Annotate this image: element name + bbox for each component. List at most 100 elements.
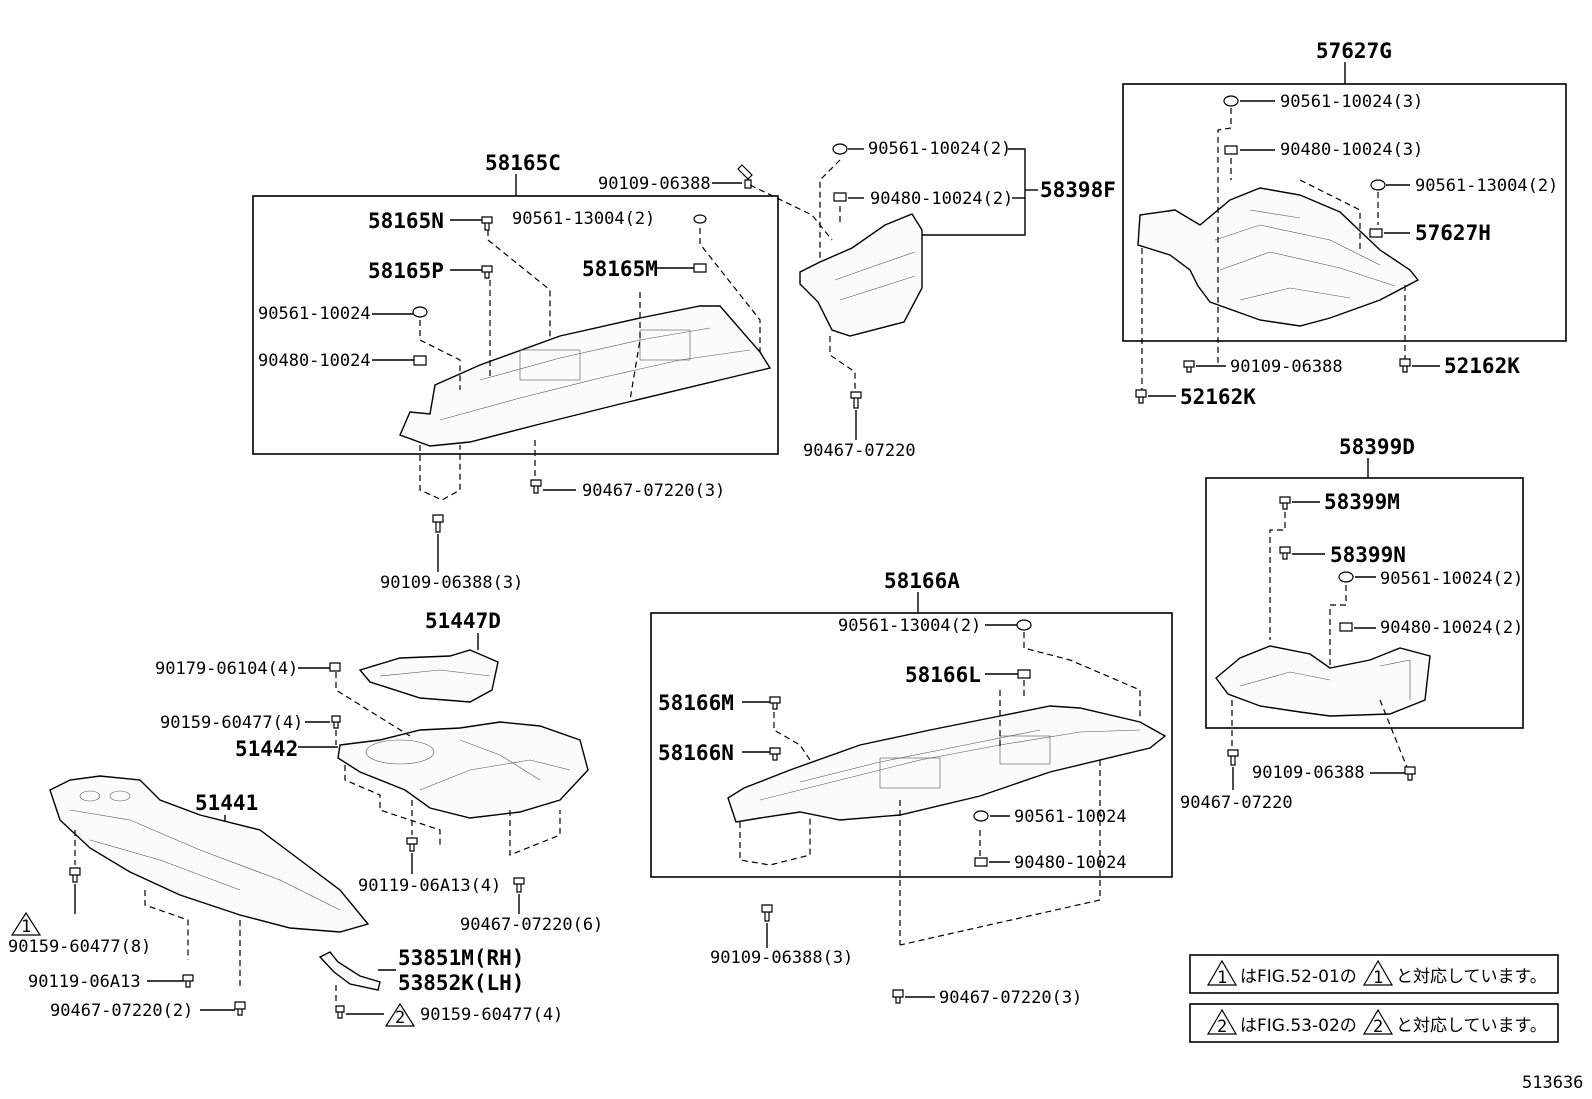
part-label[interactable]: 90467-07220(6) <box>460 915 603 935</box>
part-label[interactable]: 90561-10024 <box>1014 807 1127 827</box>
part-label[interactable]: 90561-10024(3) <box>1280 92 1423 112</box>
part-label[interactable]: 90561-10024 <box>258 304 371 324</box>
part-label[interactable]: 90159-60477(8) <box>8 937 151 957</box>
part-label[interactable]: 90119-06A13 <box>28 972 141 992</box>
part-label[interactable]: 90179-06104(4) <box>155 659 298 679</box>
front-bumper-cover-51441 <box>49 775 370 933</box>
part-label[interactable]: 58165N <box>368 209 444 233</box>
part-label[interactable]: 57627H <box>1415 221 1491 245</box>
clip-icon <box>973 810 989 822</box>
bolt-icon <box>1183 360 1195 373</box>
part-label[interactable]: 51447D <box>425 609 501 633</box>
part-label[interactable]: 90109-06388(3) <box>710 948 853 968</box>
group-57627g: 57627G 90561-10024(3) 90480-10024(3) 905… <box>1122 39 1567 390</box>
marker-number: 2 <box>1373 1017 1383 1037</box>
bolt-icon <box>182 974 194 988</box>
part-label[interactable]: 90467-07220 <box>803 441 916 461</box>
part-label[interactable]: 90480-10024(2) <box>870 189 1013 209</box>
part-label[interactable]: 90561-13004(2) <box>1415 176 1558 196</box>
nut-icon <box>693 263 707 273</box>
bolt-icon <box>530 479 542 494</box>
note-text: と対応しています。 <box>1396 967 1547 987</box>
bolt-icon <box>1135 389 1147 404</box>
part-label[interactable]: 51441 <box>195 791 258 815</box>
clip-icon <box>693 214 707 224</box>
part-label[interactable]: 90467-07220(2) <box>50 1001 193 1021</box>
nut-icon <box>1369 228 1383 238</box>
warning-triangle-icon <box>1362 959 1394 986</box>
diagram-id: 513636 <box>1522 1073 1583 1093</box>
note-box <box>1189 1003 1559 1043</box>
part-label[interactable]: 90109-06388(3) <box>380 573 523 593</box>
part-label[interactable]: 90480-10024 <box>1014 853 1127 873</box>
part-label[interactable]: 58166M <box>658 691 734 715</box>
part-label[interactable]: 51442 <box>235 737 298 761</box>
group-box-58399d <box>1205 477 1524 729</box>
splash-shield <box>799 213 923 337</box>
bolt-icon <box>892 989 904 1004</box>
warning-triangle-icon <box>1206 959 1238 986</box>
warning-triangle-icon <box>384 1002 416 1027</box>
engine-under-cover-lh <box>727 705 1167 823</box>
note-2: 2 はFIG.53-02の 2 と対応しています。 <box>1189 1003 1559 1043</box>
group-58398f: 90109-06388 90561-10024(2) 90480-10024(2… <box>598 139 1116 461</box>
part-label[interactable]: 90561-10024(2) <box>868 139 1011 159</box>
part-number-header[interactable]: 58165C <box>485 151 561 175</box>
part-label[interactable]: 58165P <box>368 259 444 283</box>
svg-text:はFIG.53-02の: はFIG.53-02の <box>1240 1016 1357 1036</box>
part-label[interactable]: 90159-60477(4) <box>420 1005 563 1025</box>
part-label[interactable]: 58166N <box>658 741 734 765</box>
part-label[interactable]: 90467-07220(3) <box>939 988 1082 1008</box>
part-number-header[interactable]: 58398F <box>1040 178 1116 202</box>
group-box-58166a <box>650 612 1173 878</box>
part-label[interactable]: 58399M <box>1324 490 1400 514</box>
part-label[interactable]: 90561-13004(2) <box>838 616 981 636</box>
nut-icon <box>974 857 988 867</box>
part-label[interactable]: 58399N <box>1330 543 1406 567</box>
part-label[interactable]: 53851M(RH) <box>398 946 524 970</box>
marker-number: 1 <box>1217 968 1227 988</box>
bolt-icon <box>1404 766 1416 781</box>
part-label[interactable]: 90561-10024(2) <box>1380 569 1523 589</box>
marker-number: 2 <box>395 1008 405 1028</box>
bolt-icon <box>432 514 444 533</box>
part-label[interactable]: 90109-06388 <box>598 174 711 194</box>
clip-icon <box>331 715 341 729</box>
part-label[interactable]: 90561-13004(2) <box>512 209 655 229</box>
part-label[interactable]: 53852K(LH) <box>398 971 524 995</box>
bolt-icon <box>234 1001 246 1016</box>
warning-triangle-icon <box>10 911 42 936</box>
part-label[interactable]: 90109-06388 <box>1230 357 1343 377</box>
part-label[interactable]: 90480-10024(3) <box>1280 140 1423 160</box>
rear-splash-shield <box>1215 645 1431 717</box>
part-label[interactable]: 58166L <box>905 663 981 687</box>
part-label[interactable]: 58165M <box>582 257 658 281</box>
svg-text:はFIG.52-01の: はFIG.52-01の <box>1240 967 1357 987</box>
part-label[interactable]: 90480-10024 <box>258 351 371 371</box>
bolt-icon <box>761 904 773 922</box>
marker-number: 1 <box>21 917 31 937</box>
fastener-icon <box>1279 496 1291 510</box>
part-number-header[interactable]: 58166A <box>884 569 960 593</box>
fastener-icon <box>481 265 493 279</box>
part-label[interactable]: 90480-10024(2) <box>1380 618 1523 638</box>
part-label[interactable]: 90109-06388 <box>1252 763 1365 783</box>
marker-number: 2 <box>1217 1017 1227 1037</box>
part-label[interactable]: 90467-07220(3) <box>582 481 725 501</box>
part-label[interactable]: 90159-60477(4) <box>160 713 303 733</box>
note-text: の <box>1340 967 1357 987</box>
note-ref: FIG.52-01 <box>1257 967 1340 987</box>
part-number-header[interactable]: 57627G <box>1316 39 1392 63</box>
nut-icon <box>1339 622 1353 632</box>
nut-icon <box>1224 145 1238 155</box>
marker-number: 1 <box>1373 968 1383 988</box>
bolt-icon <box>737 164 753 189</box>
clip-icon <box>329 662 341 672</box>
part-label[interactable]: 90119-06A13(4) <box>358 876 501 896</box>
part-label[interactable]: 52162K <box>1444 354 1520 378</box>
clip-icon <box>1338 571 1354 583</box>
part-label[interactable]: 52162K <box>1180 385 1256 409</box>
part-label[interactable]: 90467-07220 <box>1180 793 1293 813</box>
seal-51447d <box>358 649 499 703</box>
part-number-header[interactable]: 58399D <box>1339 435 1415 459</box>
